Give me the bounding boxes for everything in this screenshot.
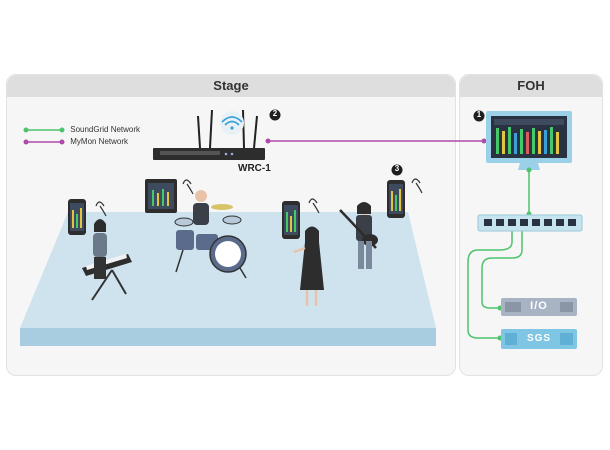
keyboard-player xyxy=(82,219,132,301)
legend-soundgrid: SoundGrid Network xyxy=(22,125,140,135)
marker-badges xyxy=(269,109,485,176)
phone-singer xyxy=(282,201,300,239)
legend-mymon: MyMon Network xyxy=(22,137,128,147)
singer xyxy=(293,226,324,306)
phone-guitarist xyxy=(387,180,405,218)
marker-2: 2 xyxy=(272,109,278,118)
drummer xyxy=(174,190,247,279)
io-label: I/O xyxy=(530,300,548,312)
network-switch xyxy=(477,214,583,232)
foh-monitor xyxy=(486,111,572,170)
wrc-label: WRC-1 xyxy=(238,163,271,174)
earphones-icon xyxy=(95,178,423,217)
foh-title: FOH xyxy=(460,75,602,97)
sgs-label: SGS xyxy=(526,333,552,344)
wifi-icon xyxy=(220,111,244,135)
soundgrid-line-icon xyxy=(23,127,65,133)
legend-mymon-label: MyMon Network xyxy=(70,137,129,147)
marker-1: 1 xyxy=(476,110,482,119)
mymon-link xyxy=(265,138,487,144)
legend-soundgrid-label: SoundGrid Network xyxy=(70,125,141,135)
marker-3: 3 xyxy=(394,164,400,173)
guitarist xyxy=(339,202,378,269)
sgs-unit xyxy=(501,329,577,349)
io-unit xyxy=(501,298,577,316)
stage-title: Stage xyxy=(7,75,455,97)
phone-keyboardist xyxy=(68,199,86,235)
mymon-line-icon xyxy=(23,139,65,145)
wrc-device xyxy=(153,109,265,160)
phone-drummer xyxy=(145,179,177,213)
soundgrid-links xyxy=(467,170,530,339)
